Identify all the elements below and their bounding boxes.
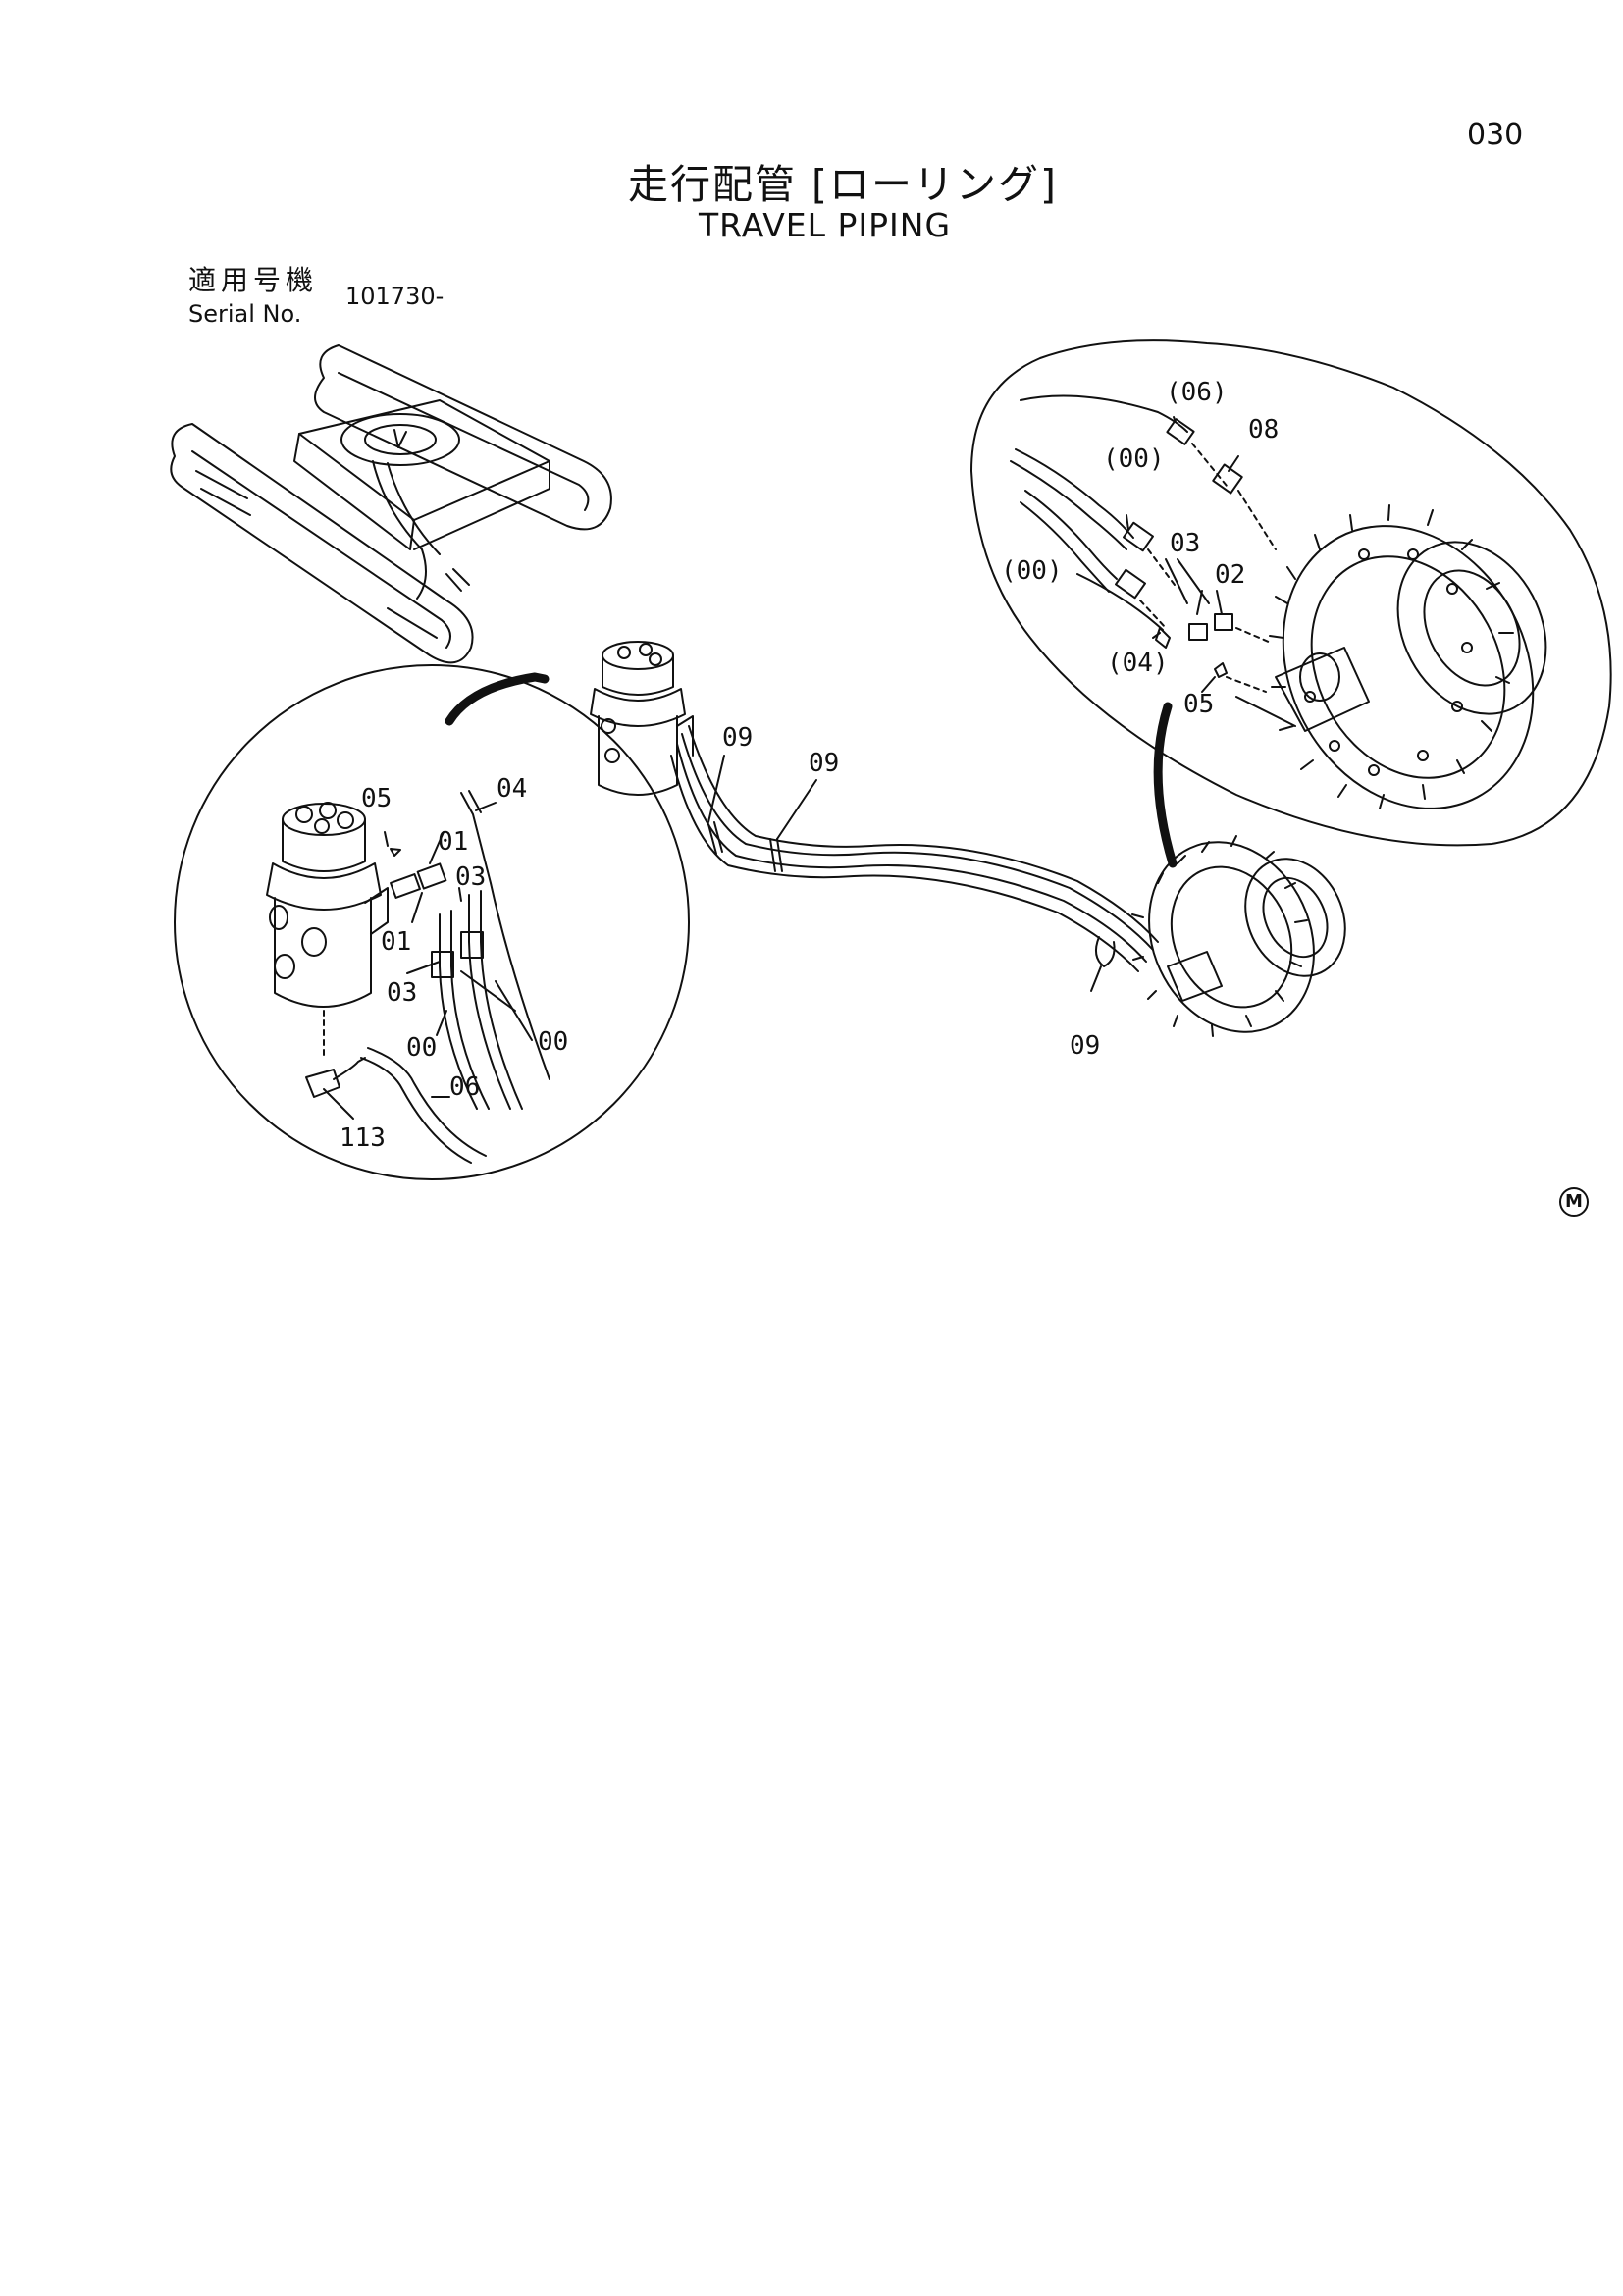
circled-m-mark: M [1559, 1187, 1589, 1217]
serial-label-japanese: 適用号機 [188, 264, 319, 296]
callout-00-left-b: 00 [538, 1027, 568, 1057]
callout-03-right: 03 [1170, 529, 1200, 558]
serial-label-english: Serial No. [188, 300, 302, 328]
callout-02: 02 [1215, 560, 1245, 590]
callout-09-b: 09 [809, 749, 839, 778]
callout-06-left: 06 [449, 1072, 480, 1102]
callout-05-left: 05 [361, 784, 392, 813]
page-title-japanese: 走行配管 [ローリング] [628, 161, 1059, 208]
main-piping-assembly [590, 641, 1346, 1037]
callout-01-upper: 01 [438, 827, 468, 857]
rotary-joint-detail [174, 664, 690, 1180]
callout-03-lower: 03 [387, 978, 417, 1008]
callout-00-paren-upper: (00) [1103, 444, 1165, 474]
callout-06-paren: (06) [1166, 378, 1228, 407]
page-title-english: TRAVEL PIPING [699, 206, 952, 244]
callout-labels: 05 04 01 03 01 03 00 00 06 113 09 09 09 … [340, 378, 1279, 1153]
undercarriage-overview [170, 344, 612, 664]
callout-113: 113 [340, 1123, 386, 1153]
callout-09-c: 09 [1070, 1031, 1100, 1061]
page-number: 030 [1467, 118, 1524, 152]
final-drive-detail [970, 339, 1612, 847]
callout-05-right: 05 [1183, 690, 1214, 719]
callout-00-left-a: 00 [406, 1033, 437, 1063]
callout-09-a: 09 [722, 723, 753, 753]
callout-04-paren: (04) [1107, 649, 1169, 678]
callout-01-lower: 01 [381, 927, 411, 957]
callout-08: 08 [1248, 415, 1279, 444]
callout-04-left: 04 [497, 774, 527, 804]
callout-03-upper: 03 [455, 862, 486, 892]
serial-number-value: 101730- [345, 283, 445, 310]
callout-00-paren-lower: (00) [1001, 556, 1063, 586]
